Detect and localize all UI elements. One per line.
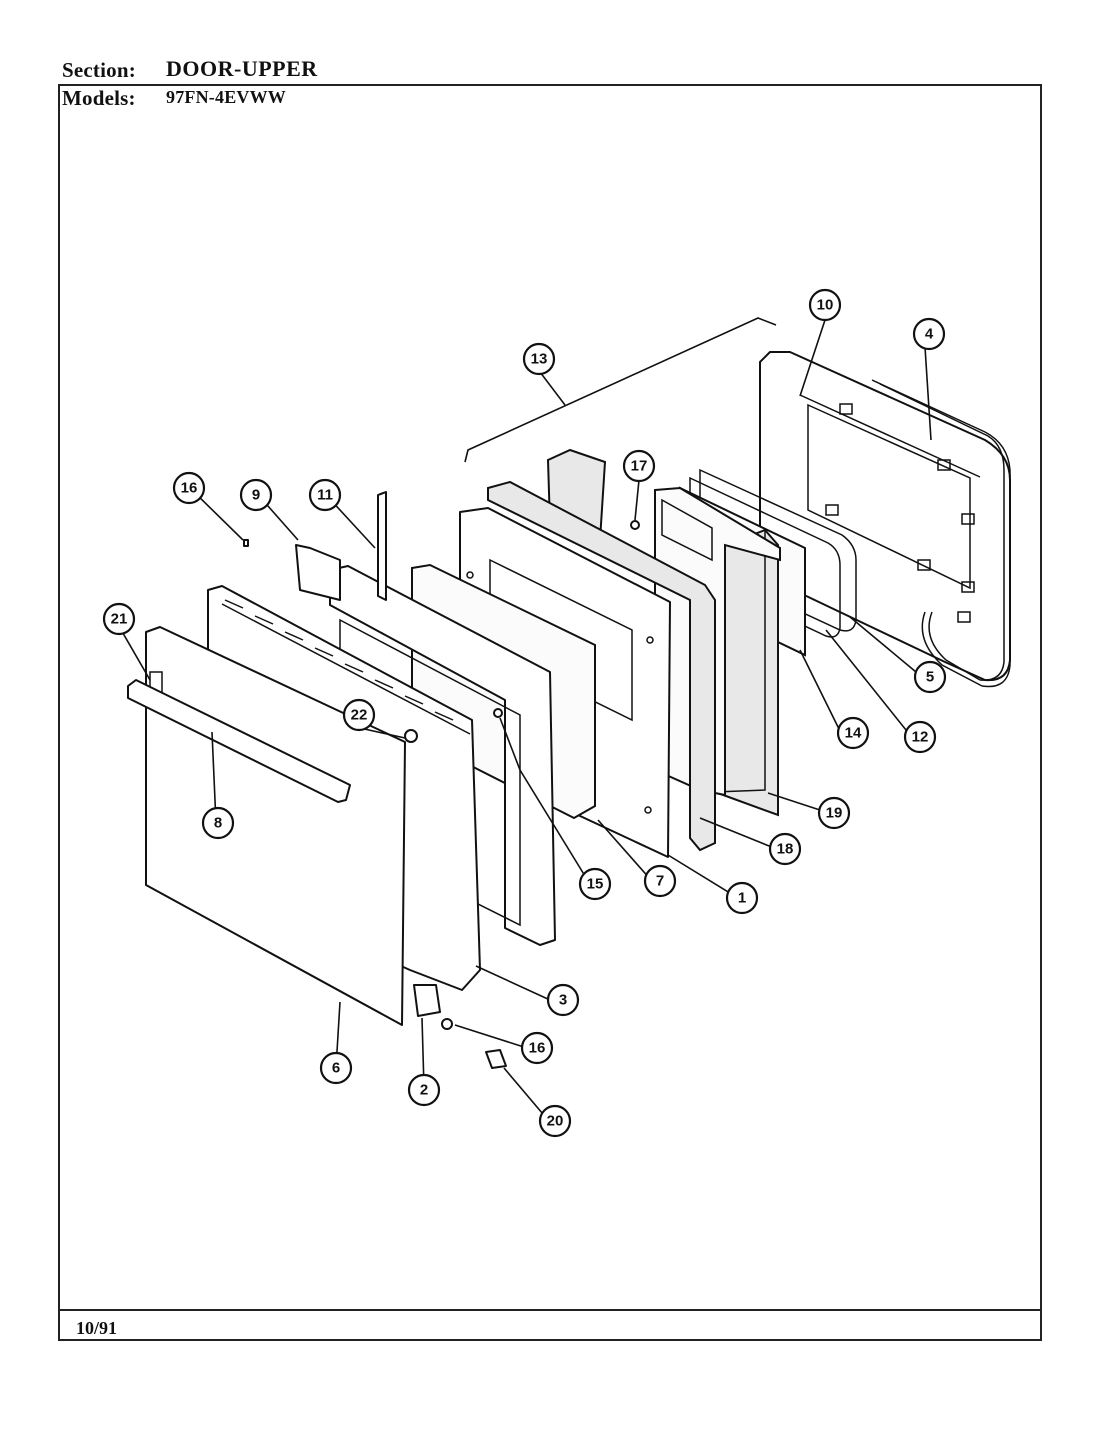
callout-21: 21	[102, 602, 136, 636]
part-screw-17	[630, 520, 640, 530]
callout-10: 10	[808, 288, 842, 322]
svg-text:14: 14	[845, 725, 862, 742]
model-number: 97FN-4EVWW	[166, 87, 286, 107]
callout-18: 18	[768, 832, 802, 866]
footer-divider	[58, 1309, 1042, 1311]
svg-text:2: 2	[420, 1082, 428, 1099]
section-title: DOOR-UPPER	[166, 56, 318, 81]
callout-20: 20	[538, 1104, 572, 1138]
callout-12: 12	[903, 720, 937, 754]
svg-text:17: 17	[631, 458, 648, 475]
part-hinge-bracket	[413, 984, 441, 1017]
part-vent-baffle	[295, 544, 341, 601]
callout-8: 8	[201, 806, 235, 840]
svg-text:21: 21	[111, 611, 128, 628]
part-screw-16-bottom	[441, 1018, 453, 1030]
svg-text:20: 20	[547, 1113, 564, 1130]
svg-text:13: 13	[531, 351, 548, 368]
models-label: Models:	[62, 86, 136, 110]
svg-text:10: 10	[817, 297, 834, 314]
svg-text:11: 11	[317, 487, 333, 504]
svg-text:5: 5	[926, 669, 934, 686]
svg-text:16: 16	[181, 480, 198, 497]
callout-4: 4	[912, 317, 946, 351]
group-bracket-13	[464, 317, 777, 463]
callout-19: 19	[817, 796, 851, 830]
svg-text:1: 1	[738, 890, 746, 907]
svg-text:18: 18	[777, 841, 794, 858]
callout-22: 22	[342, 698, 376, 732]
callout-16-bottom: 16	[520, 1031, 554, 1065]
part-glass-pack	[654, 486, 781, 797]
svg-text:16: 16	[529, 1040, 546, 1057]
svg-text:3: 3	[559, 992, 567, 1009]
svg-text:22: 22	[351, 707, 368, 724]
callout-2: 2	[407, 1073, 441, 1107]
svg-text:15: 15	[587, 876, 604, 893]
svg-text:9: 9	[252, 487, 260, 504]
part-top-insulation	[487, 448, 716, 852]
sheet-border	[58, 84, 1042, 1341]
svg-text:19: 19	[826, 805, 843, 822]
svg-text:12: 12	[912, 729, 929, 746]
callout-15: 15	[578, 867, 612, 901]
part-washer	[404, 729, 418, 743]
part-screw-15	[493, 708, 503, 718]
part-clip	[485, 1049, 507, 1069]
callout-3: 3	[546, 983, 580, 1017]
svg-text:6: 6	[332, 1060, 340, 1077]
callout-16-top: 16	[172, 471, 206, 505]
section-label: Section:	[62, 58, 136, 82]
svg-text:8: 8	[214, 815, 222, 832]
part-bracket	[377, 491, 387, 601]
part-frame	[689, 476, 841, 638]
callout-9: 9	[239, 478, 273, 512]
svg-text:7: 7	[656, 873, 664, 890]
date-code: 10/91	[76, 1318, 118, 1338]
part-door-handle	[127, 679, 351, 803]
part-insulation-block	[713, 528, 779, 817]
callout-13: 13	[522, 342, 556, 376]
part-door-gasket	[871, 379, 1011, 688]
callout-7: 7	[643, 864, 677, 898]
part-seal	[699, 468, 857, 632]
part-screw-16-top	[243, 539, 249, 547]
callout-5: 5	[913, 660, 947, 694]
callout-14: 14	[836, 716, 870, 750]
callout-17: 17	[622, 449, 656, 483]
svg-text:4: 4	[925, 326, 934, 343]
callout-1: 1	[725, 881, 759, 915]
callout-6: 6	[319, 1051, 353, 1085]
callout-11: 11	[308, 478, 342, 512]
